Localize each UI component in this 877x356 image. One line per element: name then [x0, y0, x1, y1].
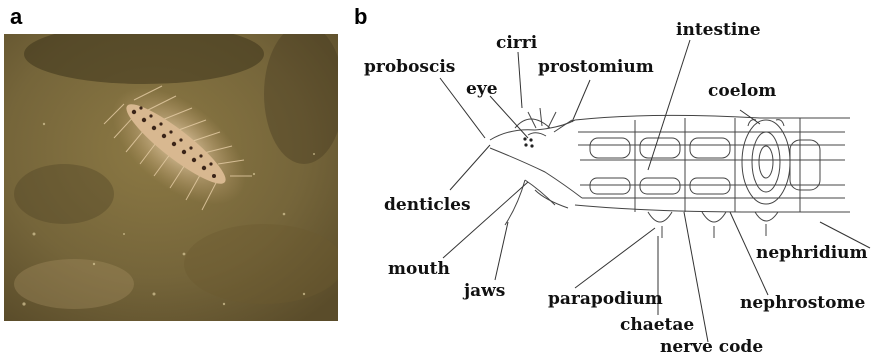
head-region: [490, 108, 582, 225]
label-coelom: coelom: [708, 81, 776, 101]
label-proboscis: proboscis: [364, 57, 455, 77]
parapodia: [648, 212, 778, 238]
label-nephrostome: nephrostome: [740, 293, 865, 313]
label-denticles: denticles: [384, 195, 471, 215]
label-cirri: cirri: [496, 33, 538, 53]
fireworm-anatomy-diagram: cirri proboscis prostomium intestine eye…: [350, 0, 877, 356]
body-outline: [575, 115, 850, 212]
label-prostomium: prostomium: [538, 57, 654, 77]
label-nerve-code: nerve code: [660, 337, 763, 356]
label-eye: eye: [466, 79, 498, 99]
label-mouth: mouth: [388, 259, 450, 279]
coelom-cross-section: [742, 120, 790, 204]
panel-a-letter: a: [10, 4, 22, 30]
label-nephridium: nephridium: [756, 243, 868, 263]
eye-spots: [523, 137, 533, 147]
label-jaws: jaws: [462, 281, 505, 301]
fireworm-photo: [4, 34, 338, 321]
label-parapodium: parapodium: [548, 289, 663, 309]
label-chaetae: chaetae: [620, 315, 694, 335]
label-intestine: intestine: [676, 20, 761, 40]
